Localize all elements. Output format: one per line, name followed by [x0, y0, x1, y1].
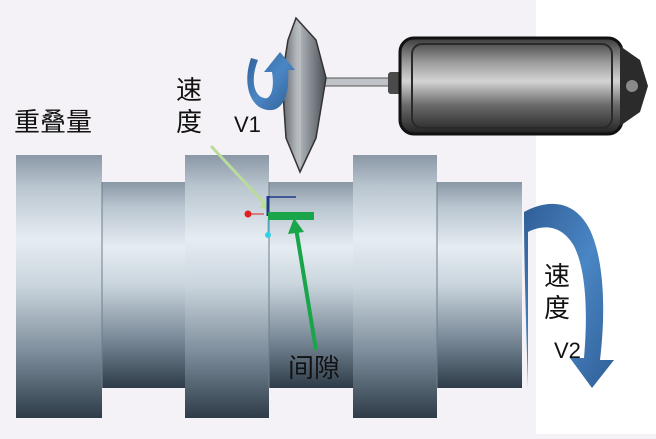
speed-v2-char2: 度: [544, 294, 571, 324]
motor-inner-outline: [411, 43, 613, 129]
speed-v1-char2: 度: [176, 108, 203, 138]
speed-v1-pointer-line: [209, 144, 268, 207]
shaft-ring-3: [353, 155, 437, 418]
blade-body: [281, 16, 327, 174]
v2-arrow-shape: [524, 203, 614, 388]
gap-pointer-head: [288, 218, 304, 234]
v1-rotation-arrow-icon: [247, 52, 295, 111]
motor-spindle: [319, 77, 391, 87]
motor-icon: [319, 36, 648, 136]
shaft-ring-2: [185, 155, 269, 418]
v2-rotation-arrow-icon: [524, 203, 614, 388]
marker-cyan-dot: [265, 232, 271, 238]
speed-v2-value: V2: [554, 338, 581, 363]
overlap-label: 重叠量: [14, 108, 93, 138]
gap-pointer-line: [294, 227, 318, 351]
v1-arrow-shape: [247, 52, 295, 111]
speed-v1-value: V1: [234, 112, 261, 137]
gap-label: 间隙: [288, 354, 341, 384]
shaft-ring-1: [16, 155, 102, 418]
roller-shaft: [16, 155, 522, 418]
speed-v1-char1: 速: [176, 76, 203, 106]
gap-bar-green: [268, 212, 314, 220]
motor-terminal: [626, 80, 638, 92]
cutting-disc-icon: [281, 16, 327, 174]
gap-indicator: [209, 144, 318, 351]
speed-v2-char1: 速: [544, 262, 571, 292]
motor-body: [398, 36, 624, 136]
